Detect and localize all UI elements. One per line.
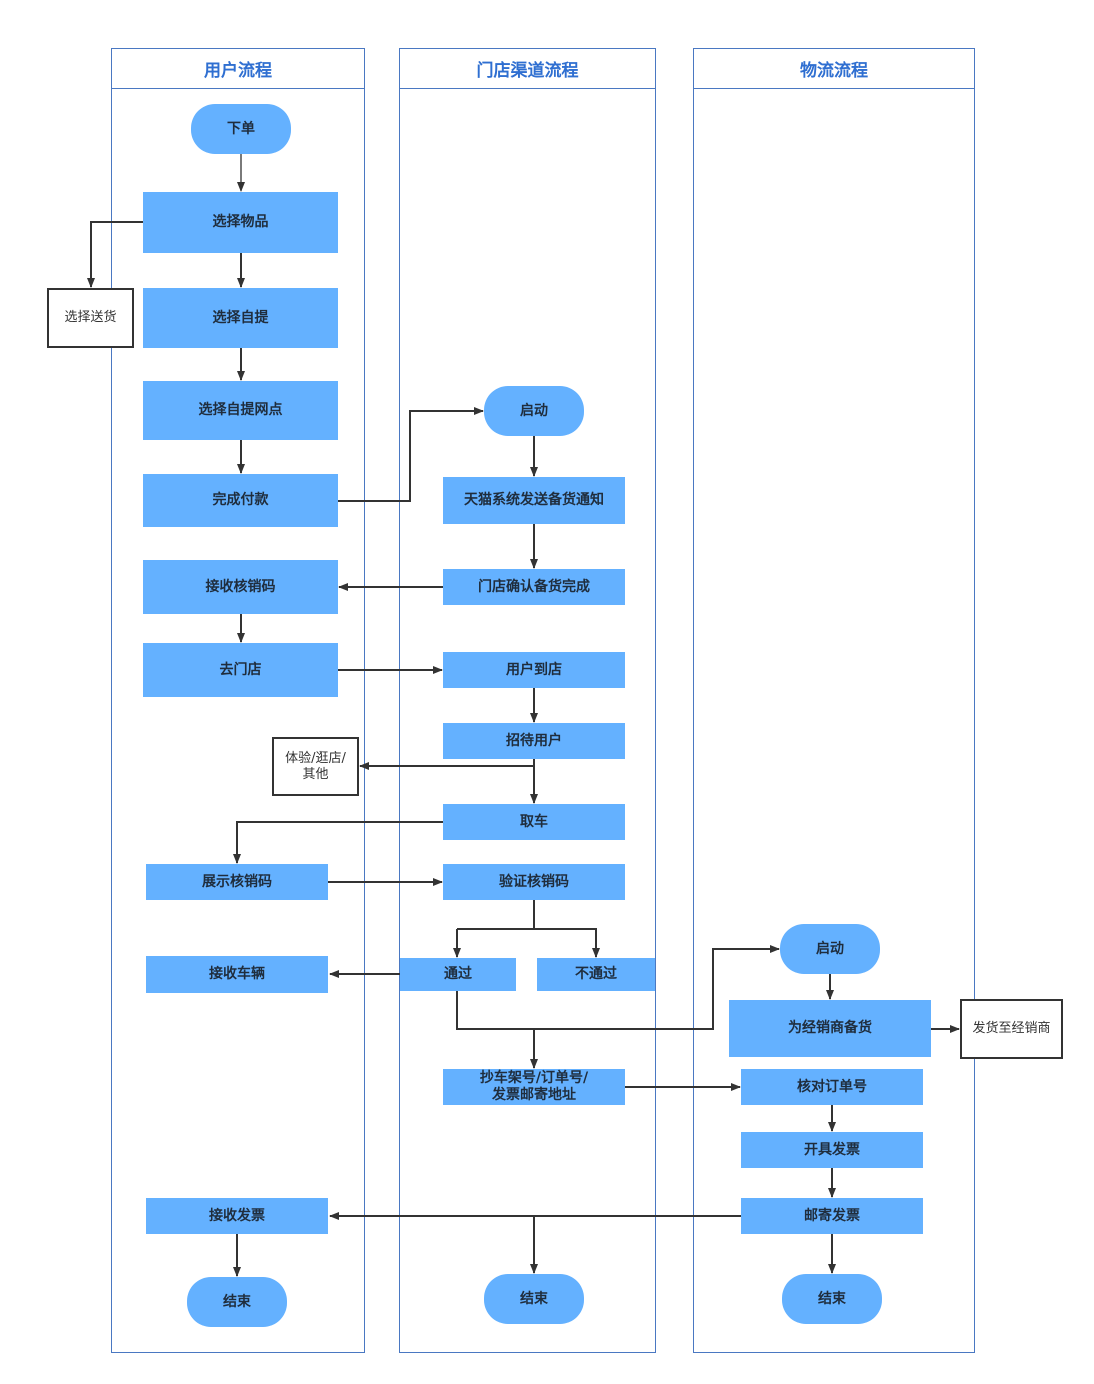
node-user-arrive: 用户到店 [443,652,625,688]
edge-split-fail [457,928,600,958]
node-confirm-stock: 门店确认备货完成 [443,569,625,605]
edge-pickup-show [233,821,443,864]
node-receive-vehicle: 接收车辆 [146,956,328,993]
node-mail-invoice: 邮寄发票 [741,1198,923,1234]
node-pass: 通过 [400,958,516,991]
note-select-delivery: 选择送货 [47,288,134,348]
node-copy-info-line2: 发票邮寄地址 [492,1087,576,1103]
note-other-line2: 其他 [302,766,329,782]
note-other-line1: 体验/逛店/ [285,750,346,766]
node-prepare-stock: 为经销商备货 [729,1000,931,1057]
lane-title-logistics: 物流流程 [693,48,975,89]
node-receive-code: 接收核销码 [143,560,338,614]
node-pay: 完成付款 [143,474,338,527]
node-pickup-car: 取车 [443,804,625,840]
edge-select-delivery [87,221,143,288]
node-select-pickup: 选择自提 [143,288,338,348]
node-logistics-end: 结束 [782,1274,882,1324]
lane-title-store: 门店渠道流程 [399,48,656,89]
node-fail: 不通过 [537,958,655,991]
node-receive-invoice: 接收发票 [146,1198,328,1234]
node-go-store: 去门店 [143,643,338,697]
node-logistics-start: 启动 [780,924,880,974]
node-verify-code: 验证核销码 [443,864,625,900]
lane-title-user: 用户流程 [111,48,365,89]
node-check-order: 核对订单号 [741,1069,923,1105]
node-issue-invoice: 开具发票 [741,1132,923,1168]
note-ship-dealer: 发货至经销商 [960,999,1063,1059]
node-show-code: 展示核销码 [146,864,328,900]
node-tmall-notify: 天猫系统发送备货通知 [443,477,625,524]
edge-pay-start [338,407,484,502]
node-store-end: 结束 [484,1274,584,1324]
node-copy-info: 抄车架号/订单号/ 发票邮寄地址 [443,1069,625,1105]
node-select-pickup-point: 选择自提网点 [143,381,338,440]
node-user-end: 结束 [187,1277,287,1327]
node-receive-user: 招待用户 [443,723,625,759]
note-other: 体验/逛店/ 其他 [272,737,359,796]
node-copy-info-line1: 抄车架号/订单号/ [479,1070,589,1086]
node-store-start: 启动 [484,386,584,436]
edge-pass-logistics [456,945,780,1030]
node-order: 下单 [191,104,291,154]
node-select-item: 选择物品 [143,192,338,253]
